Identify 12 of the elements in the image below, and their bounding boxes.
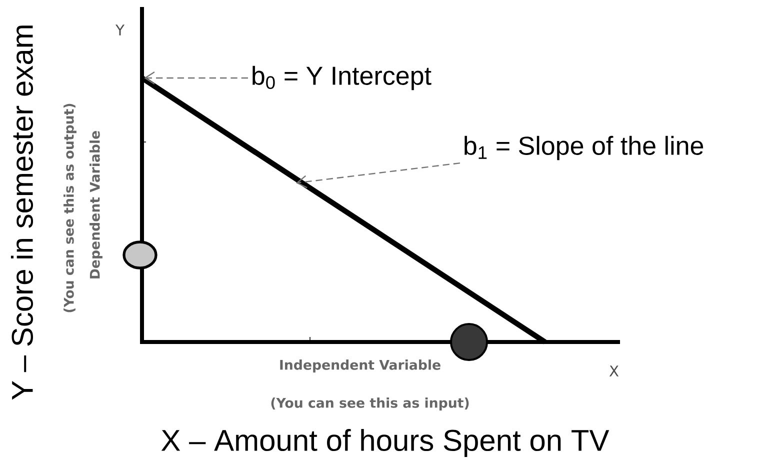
annotation-text: b$_{0}$ = Y Intercept bbox=[252, 66, 432, 90]
axis-label: X bbox=[609, 366, 619, 376]
axis-note: (You can see this as input) bbox=[271, 398, 469, 410]
annotation-text: b$_{1}$ = Slope of the line bbox=[464, 136, 704, 160]
leader-arrow bbox=[296, 162, 460, 188]
axis-note: (You can see this as output) bbox=[64, 104, 76, 312]
leader-arrow bbox=[144, 72, 248, 84]
axis-title: X – Amount of hours Spent on TV bbox=[161, 429, 610, 457]
axis-label: Y bbox=[116, 24, 125, 36]
axis-caption: Dependent Variable bbox=[90, 131, 102, 278]
axis-caption: Independent Variable bbox=[280, 360, 440, 372]
axis-title: Y – Score in semester exam bbox=[10, 26, 34, 400]
